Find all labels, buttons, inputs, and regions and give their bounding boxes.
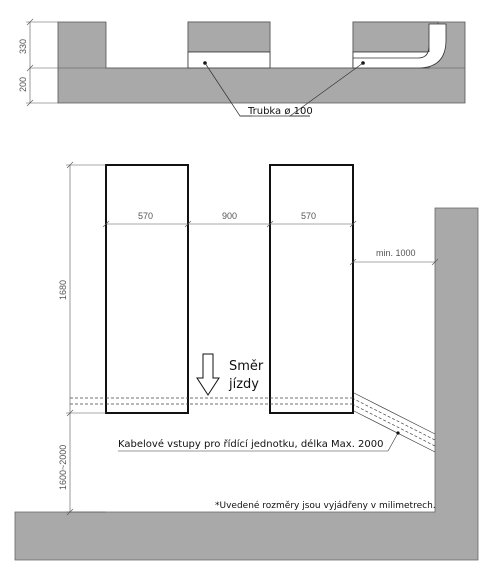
direction-line-1: Směr: [229, 359, 264, 374]
dim-tick-mid: [26, 64, 34, 72]
footnote: *Uvedené rozměry jsou vyjádřeny v milime…: [215, 500, 436, 511]
direction-line-2: jízdy: [228, 377, 259, 392]
cable-leader-dot: [396, 431, 400, 435]
cable-conduit: [351, 391, 436, 453]
left-unit: [105, 164, 189, 414]
dim-200: 200: [18, 77, 28, 92]
left-pocket-fill: [187, 21, 271, 53]
cable-entries-label: Kabelové vstupy pro řídící jednotku, dél…: [118, 438, 384, 450]
dim-tick-h3: [66, 508, 74, 516]
dim-tick-m1: [349, 258, 357, 266]
foundation-section: Trubka ø 100 330 200: [18, 18, 466, 117]
dim-570-right: 570: [301, 211, 316, 221]
dim-tick-w3: [266, 220, 274, 228]
dim-tick-bot: [26, 99, 34, 107]
pipe-label: Trubka ø 100: [247, 106, 313, 117]
wall-concrete: [14, 207, 479, 561]
dim-tick-w1: [102, 220, 110, 228]
dim-1600-2000: 1600~2000: [58, 445, 68, 490]
dim-tick-w4: [349, 220, 357, 228]
dim-min1000: min. 1000: [376, 248, 416, 258]
dim-570-left: 570: [138, 211, 153, 221]
cable-label-leader: [387, 432, 399, 452]
dim-tick-m2: [431, 258, 439, 266]
plan-view: 570 900 570 min. 1000 1680 1600~2000 Smě…: [14, 161, 479, 561]
left-pocket: [187, 51, 271, 69]
direction-arrow-icon: [196, 353, 220, 396]
dim-900: 900: [222, 211, 237, 221]
right-pocket-fill: [352, 21, 439, 53]
dim-tick-top: [26, 18, 34, 26]
dim-tick-w2: [184, 220, 192, 228]
dim-330: 330: [18, 39, 28, 54]
dim-tick-h1: [66, 161, 74, 169]
right-unit: [269, 164, 354, 414]
dim-1680: 1680: [58, 280, 68, 300]
